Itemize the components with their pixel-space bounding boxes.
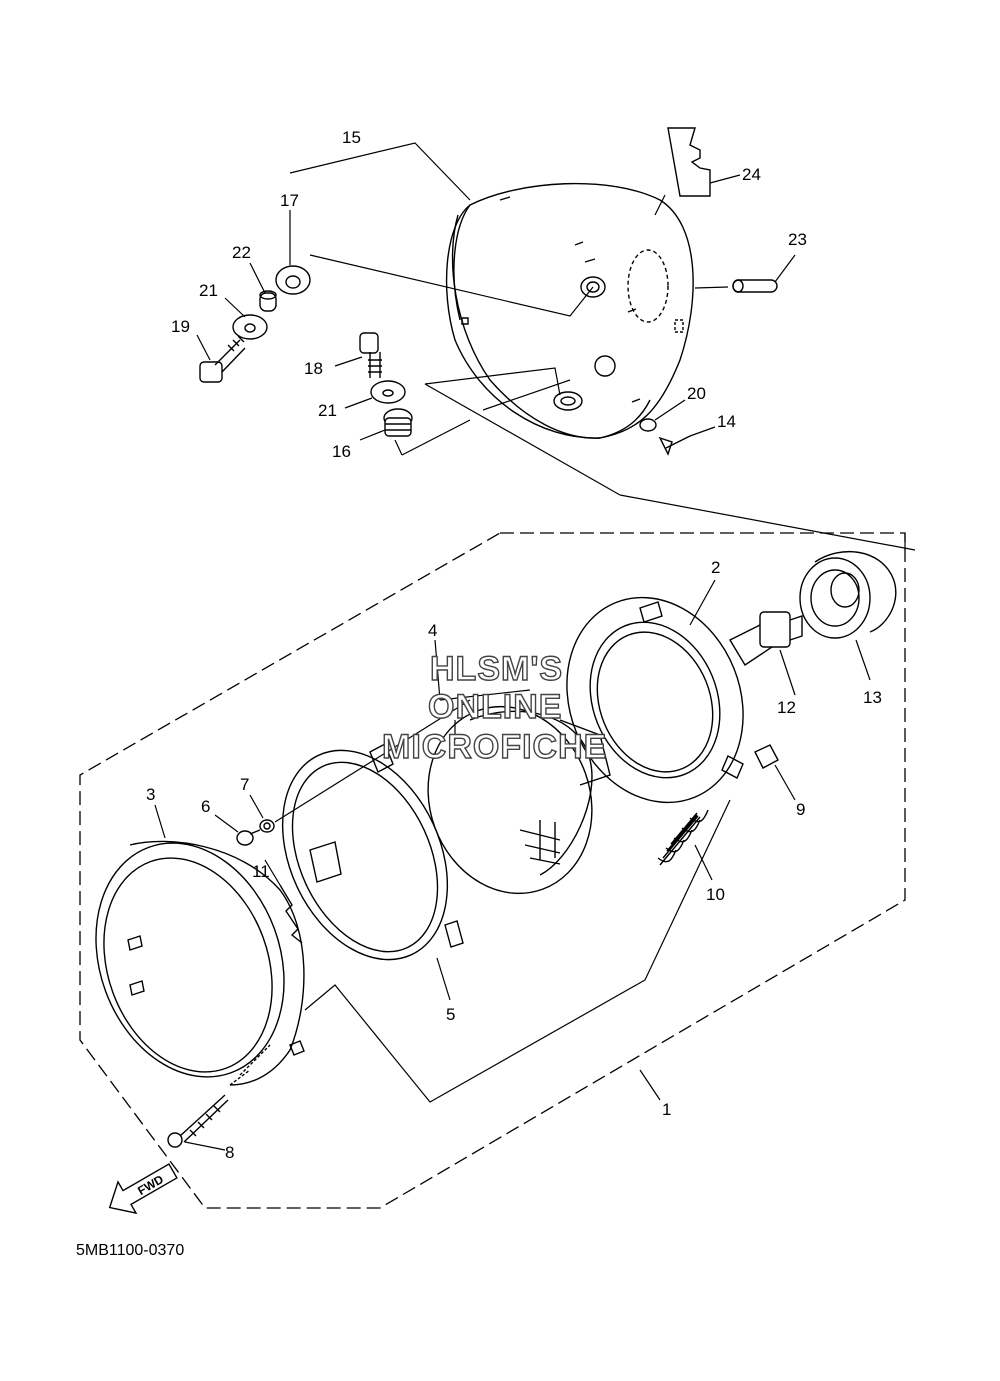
callout-14: 14 <box>717 412 736 431</box>
callout-13: 13 <box>863 688 882 707</box>
screw-14 <box>658 435 691 456</box>
callout-8: 8 <box>225 1143 234 1162</box>
callout-7: 7 <box>240 775 249 794</box>
callout-3: 3 <box>146 785 155 804</box>
fwd-arrow-icon: FWD <box>108 1163 178 1215</box>
spring <box>657 809 709 866</box>
callout-15: 15 <box>342 128 361 147</box>
label-plate <box>667 127 711 197</box>
washer-21-upper <box>232 314 268 340</box>
diagram-code: 5MB1100-0370 <box>76 1242 184 1259</box>
front-rim <box>95 840 305 1086</box>
callout-1: 1 <box>662 1100 671 1119</box>
bolt-18 <box>359 332 382 378</box>
screw-8 <box>167 1094 229 1148</box>
screw-6 <box>236 829 261 846</box>
callout-4: 4 <box>428 621 437 640</box>
washer-7 <box>259 819 275 833</box>
spring-clip <box>279 884 303 944</box>
socket-cover <box>799 551 897 639</box>
callout-5: 5 <box>446 1005 455 1024</box>
adjuster-nut <box>754 744 779 769</box>
callout-24: 24 <box>742 165 761 184</box>
callout-21-upper: 21 <box>199 281 218 300</box>
pin <box>732 279 778 293</box>
callout-17: 17 <box>280 191 299 210</box>
callout-2: 2 <box>711 558 720 577</box>
callout-21-lower: 21 <box>318 401 337 420</box>
callout-16: 16 <box>332 442 351 461</box>
headlight-housing <box>445 182 694 439</box>
collar-22 <box>259 290 277 312</box>
callout-22: 22 <box>232 243 251 262</box>
svg-text:HLSM'S: HLSM'S <box>430 650 563 688</box>
bulb <box>729 611 803 666</box>
grommet-16 <box>383 408 413 437</box>
washer-21-lower <box>370 380 406 404</box>
headlight-rim <box>566 596 744 804</box>
bolt-19 <box>199 335 246 383</box>
svg-text:ONLINE: ONLINE <box>428 688 562 726</box>
callout-6: 6 <box>201 797 210 816</box>
callout-9: 9 <box>796 800 805 819</box>
watermark: HLSM'S ONLINE MICROFICHE <box>381 649 607 766</box>
callout-19: 19 <box>171 317 190 336</box>
washer-20 <box>639 418 657 432</box>
callout-12: 12 <box>777 698 796 717</box>
grommet-17 <box>275 265 311 295</box>
sealed-beam-unit <box>427 705 611 895</box>
svg-text:MICROFICHE: MICROFICHE <box>382 728 607 766</box>
callouts: 1 2 3 4 5 6 7 8 9 10 11 12 13 14 15 16 1… <box>146 128 882 1162</box>
callout-20: 20 <box>687 384 706 403</box>
mounting-ring <box>281 743 464 961</box>
callout-23: 23 <box>788 230 807 249</box>
callout-11: 11 <box>252 862 270 881</box>
callout-18: 18 <box>304 359 323 378</box>
callout-10: 10 <box>706 885 725 904</box>
